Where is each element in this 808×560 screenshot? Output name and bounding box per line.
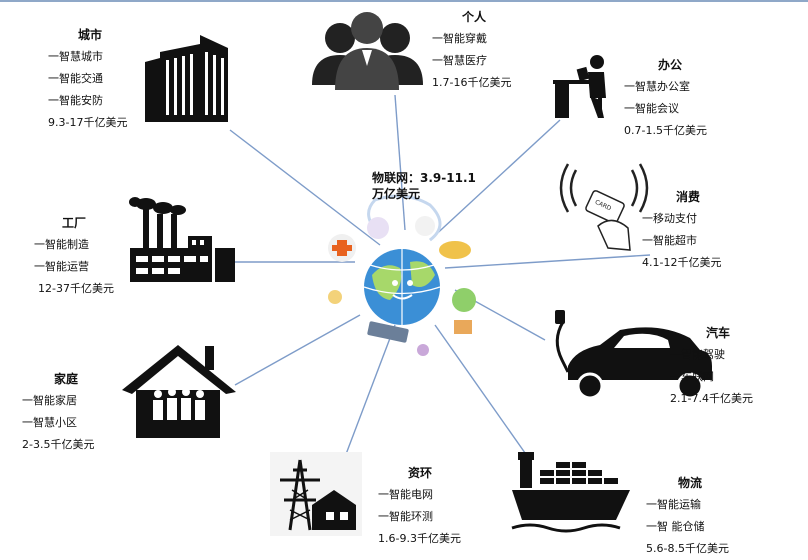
office-worker-icon xyxy=(553,55,606,118)
node-factory-value: 12-37千亿美元 xyxy=(38,282,114,295)
connector-consumer xyxy=(444,254,651,269)
people-group-icon xyxy=(312,12,423,90)
globe-hub xyxy=(328,194,476,356)
contactless-card-icon: CARD xyxy=(559,163,649,251)
connector-home xyxy=(234,314,361,386)
node-logistics-item: 一智 能仓储 xyxy=(646,520,705,533)
node-home-title: 家庭 xyxy=(54,372,79,386)
connector-city xyxy=(229,129,381,246)
node-logistics-value: 5.6-8.5千亿美元 xyxy=(646,542,729,555)
node-factory: 工厂 一智能制造 一智能运营 12-37千亿美元 xyxy=(34,212,114,300)
node-consumer-item: 一智能超市 xyxy=(642,234,697,247)
node-personal-item: 一智慧医疗 xyxy=(432,54,487,67)
center-total-line2: 万亿美元 xyxy=(372,187,421,201)
node-resource-title: 资环 xyxy=(408,466,433,480)
node-resource-item: 一智能环测 xyxy=(378,510,433,523)
node-consumer-item: 一移动支付 xyxy=(642,212,697,225)
house-family-icon xyxy=(122,345,236,438)
node-personal: 个人 一智能穿戴 一智慧医疗 1.7-16千亿美元 xyxy=(432,6,511,94)
node-office: 办公 一智慧办公室 一智能会议 0.7-1.5千亿美元 xyxy=(624,54,707,142)
node-office-value: 0.7-1.5千亿美元 xyxy=(624,124,707,137)
connector-resource xyxy=(339,324,396,471)
node-city-value: 9.3-17千亿美元 xyxy=(48,116,128,129)
node-city-title: 城市 xyxy=(78,28,103,42)
node-consumer: 消费 一移动支付 一智能超市 4.1-12千亿美元 xyxy=(642,186,721,274)
node-office-item: 一智慧办公室 xyxy=(624,80,690,93)
node-resource-item: 一智能电网 xyxy=(378,488,433,501)
node-factory-title: 工厂 xyxy=(62,216,87,230)
node-resource-value: 1.6-9.3千亿美元 xyxy=(378,532,461,545)
connector-personal xyxy=(394,94,406,231)
city-buildings-icon xyxy=(145,35,228,122)
top-border xyxy=(0,0,808,2)
node-logistics-item: 一智能运输 xyxy=(646,498,701,511)
connector-office xyxy=(429,119,561,241)
node-home-item: 一智能家居 xyxy=(22,394,77,407)
node-resource: 资环 一智能电网 一智能环测 1.6-9.3千亿美元 xyxy=(378,462,461,550)
node-factory-item: 一智能制造 xyxy=(34,238,89,251)
connector-lines xyxy=(215,94,651,471)
node-car-item: 一智能驾驶 xyxy=(670,348,725,361)
node-factory-item: 一智能运营 xyxy=(34,260,89,273)
node-car-item: 一车联网 xyxy=(670,370,714,383)
power-tower-icon xyxy=(270,452,362,536)
node-logistics: 物流 一智能运输 一智 能仓储 5.6-8.5千亿美元 xyxy=(646,472,729,560)
node-home-item: 一智慧小区 xyxy=(22,416,77,429)
node-home: 家庭 一智能家居 一智慧小区 2-3.5千亿美元 xyxy=(22,368,94,456)
node-city-item: 一智慧城市 xyxy=(48,50,103,63)
center-total-line1: 物联网：3.9-11.1 xyxy=(372,171,476,185)
node-city-item: 一智能交通 xyxy=(48,72,103,85)
node-car-value: 2.1-7.4千亿美元 xyxy=(670,392,753,405)
node-office-item: 一智能会议 xyxy=(624,102,679,115)
node-city-item: 一智能安防 xyxy=(48,94,103,107)
node-consumer-value: 4.1-12千亿美元 xyxy=(642,256,722,269)
node-consumer-title: 消费 xyxy=(676,190,701,204)
center-total: 物联网：3.9-11.1 万亿美元 xyxy=(372,170,476,202)
connector-logistics xyxy=(434,324,531,461)
cargo-ship-icon xyxy=(511,452,630,533)
factory-icon xyxy=(129,197,235,282)
node-personal-item: 一智能穿戴 xyxy=(432,32,487,45)
node-office-title: 办公 xyxy=(658,58,683,72)
node-city: 城市 一智慧城市 一智能交通 一智能安防 9.3-17千亿美元 xyxy=(48,24,127,134)
node-personal-title: 个人 xyxy=(462,10,487,24)
node-logistics-title: 物流 xyxy=(678,476,703,490)
node-home-value: 2-3.5千亿美元 xyxy=(22,438,95,451)
node-car-title: 汽车 xyxy=(706,326,731,340)
node-car: 汽车 一智能驾驶 一车联网 2.1-7.4千亿美元 xyxy=(670,322,753,410)
node-personal-value: 1.7-16千亿美元 xyxy=(432,76,512,89)
electric-car-icon xyxy=(555,310,712,400)
